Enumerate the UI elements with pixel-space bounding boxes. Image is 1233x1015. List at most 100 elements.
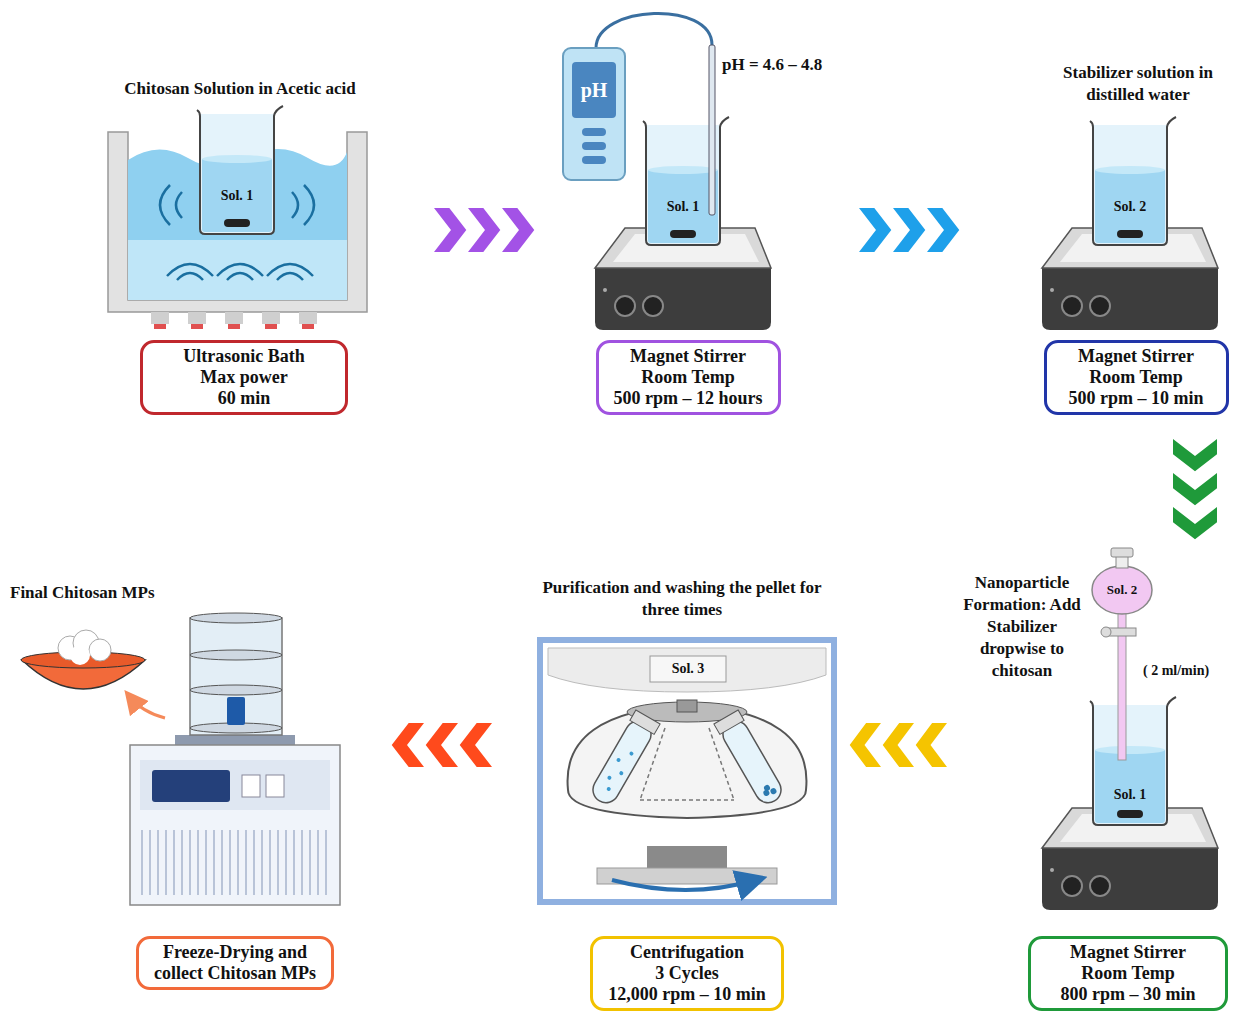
ultrasonic-bath-part xyxy=(304,185,314,225)
chevron xyxy=(916,723,947,767)
ultrasonic-bath-part xyxy=(176,192,182,218)
freeze-dryer-part xyxy=(190,650,282,660)
centrifuge-part xyxy=(677,700,697,712)
stirrer-with-ph-meter-part xyxy=(582,156,606,164)
centrifuge-part-part xyxy=(714,710,744,734)
step-caption-text: 60 min xyxy=(155,388,333,409)
step-caption-box: Magnet StirrerRoom Temp800 rpm – 30 min xyxy=(1028,936,1228,1011)
solution-label: Sol. 1 xyxy=(1114,787,1147,803)
chevron xyxy=(927,208,959,252)
process-step: Stabilizer solution in distilled waterMa… xyxy=(1020,58,1233,425)
centrifuge xyxy=(540,640,834,902)
chevron xyxy=(893,208,925,252)
step-caption-text: 500 rpm – 10 min xyxy=(1059,388,1214,409)
step-heading: Stabilizer solution in distilled water xyxy=(1043,62,1233,106)
ultrasonic-bath-part xyxy=(177,273,203,280)
centrifuge-part-part xyxy=(588,717,656,808)
freeze-dryer-part xyxy=(190,618,282,735)
process-step: Final Chitosan MPsFreeze-Drying andcolle… xyxy=(5,578,345,1015)
step-heading: Chitosan Solution in Acetic acid xyxy=(124,78,355,100)
ultrasonic-bath-part xyxy=(188,312,206,324)
flow-rate-label: ( 2 ml/min) xyxy=(1143,663,1209,679)
ultrasonic-bath-part xyxy=(154,324,166,329)
step-caption-box: Ultrasonic BathMax power60 min xyxy=(140,340,348,415)
ultrasonic-bath-part xyxy=(277,273,303,280)
ultrasonic-bath-part xyxy=(302,324,314,329)
freeze-dryer-part xyxy=(227,697,245,725)
process-step: Purification and washing the pellet for … xyxy=(537,572,840,1015)
ph-display-label: pH xyxy=(581,79,608,102)
stirrer-stabilizer xyxy=(1042,117,1218,330)
chevron xyxy=(468,208,500,252)
freeze-dryer-part xyxy=(130,697,165,718)
step-caption-text: Room Temp xyxy=(611,367,766,388)
chevron-arrow xyxy=(434,208,534,252)
ultrasonic-bath-part xyxy=(128,240,347,300)
chevron xyxy=(502,208,534,252)
chevron xyxy=(1173,473,1217,505)
ultrasonic-bath-part xyxy=(225,312,243,324)
chevron xyxy=(460,723,492,767)
step-caption-box: Magnet StirrerRoom Temp500 rpm – 10 min xyxy=(1044,340,1229,415)
chevron-arrow xyxy=(392,723,492,767)
chevron xyxy=(859,208,891,252)
ultrasonic-bath-part xyxy=(227,273,253,280)
ultrasonic-bath-part xyxy=(228,324,240,329)
freeze-dryer xyxy=(21,613,340,905)
step-caption-text: Ultrasonic Bath xyxy=(155,346,333,367)
ultrasonic-bath-part xyxy=(292,192,298,218)
centrifuge-part-part xyxy=(630,710,660,734)
centrifuge-part xyxy=(714,710,787,808)
stirrer-with-funnel-part xyxy=(1116,556,1128,568)
centrifuge-part xyxy=(540,640,834,902)
stirrer-with-ph-meter-part xyxy=(582,128,606,136)
centrifuge-part xyxy=(548,648,826,692)
chevron xyxy=(426,723,458,767)
ultrasonic-bath-part xyxy=(160,185,170,225)
freeze-dryer-part xyxy=(190,613,282,623)
solution-label: Sol. 2 xyxy=(1107,582,1137,598)
ultrasonic-bath-part xyxy=(191,324,203,329)
stirrer-stabilizer-part xyxy=(1090,117,1176,245)
solution-label: Sol. 2 xyxy=(1114,199,1147,215)
stirrer-with-ph-meter-part xyxy=(582,142,606,150)
ultrasonic-bath-part xyxy=(299,312,317,324)
ultrasonic-bath-part xyxy=(265,324,277,329)
step-heading: Purification and washing the pellet for … xyxy=(542,577,822,621)
step-caption-text: Magnet Stirrer xyxy=(611,346,766,367)
step-caption-text: Room Temp xyxy=(1059,367,1214,388)
chevron-arrow xyxy=(850,723,947,767)
step-caption-text: Room Temp xyxy=(1043,963,1213,984)
step-caption-box: Freeze-Drying andcollect Chitosan MPs xyxy=(136,936,334,990)
stirrer-with-funnel-part xyxy=(1092,566,1152,614)
chevron xyxy=(883,723,914,767)
ultrasonic-bath-part xyxy=(262,312,280,324)
centrifuge-part-part xyxy=(769,787,777,795)
step-caption-text: Centrifugation xyxy=(605,942,769,963)
stirrer-with-ph-meter-part xyxy=(563,48,625,180)
process-step: Nanoparticle Formation: Add Stabilizer d… xyxy=(955,555,1233,1015)
centrifuge-part-part xyxy=(718,717,786,808)
centrifuge-part-part xyxy=(616,757,621,762)
freeze-dryer-part xyxy=(266,775,284,797)
stirrer-with-funnel-part xyxy=(1090,697,1176,825)
freeze-dryer-part xyxy=(190,685,282,695)
stirrer-with-ph-meter-part xyxy=(643,117,729,245)
centrifuge-part xyxy=(647,846,727,868)
step-caption-text: 3 Cycles xyxy=(605,963,769,984)
process-step: Magnet StirrerRoom Temp500 rpm – 12 hour… xyxy=(585,30,800,425)
stirrer-with-ph-meter-part xyxy=(596,13,712,48)
centrifuge-part-part xyxy=(607,775,612,780)
stirrer-with-funnel-part xyxy=(1111,548,1133,557)
freeze-dryer-part xyxy=(70,645,90,665)
stirrer-with-ph-meter-part xyxy=(572,62,616,118)
centrifuge-part xyxy=(650,656,726,682)
solution-label: Sol. 1 xyxy=(667,199,700,215)
solution-label: Sol. 1 xyxy=(221,188,254,204)
centrifuge-part xyxy=(612,880,756,890)
solution-label: Sol. 3 xyxy=(672,661,705,677)
freeze-dryer-part xyxy=(89,639,111,661)
step-caption-text: 500 rpm – 12 hours xyxy=(611,388,766,409)
